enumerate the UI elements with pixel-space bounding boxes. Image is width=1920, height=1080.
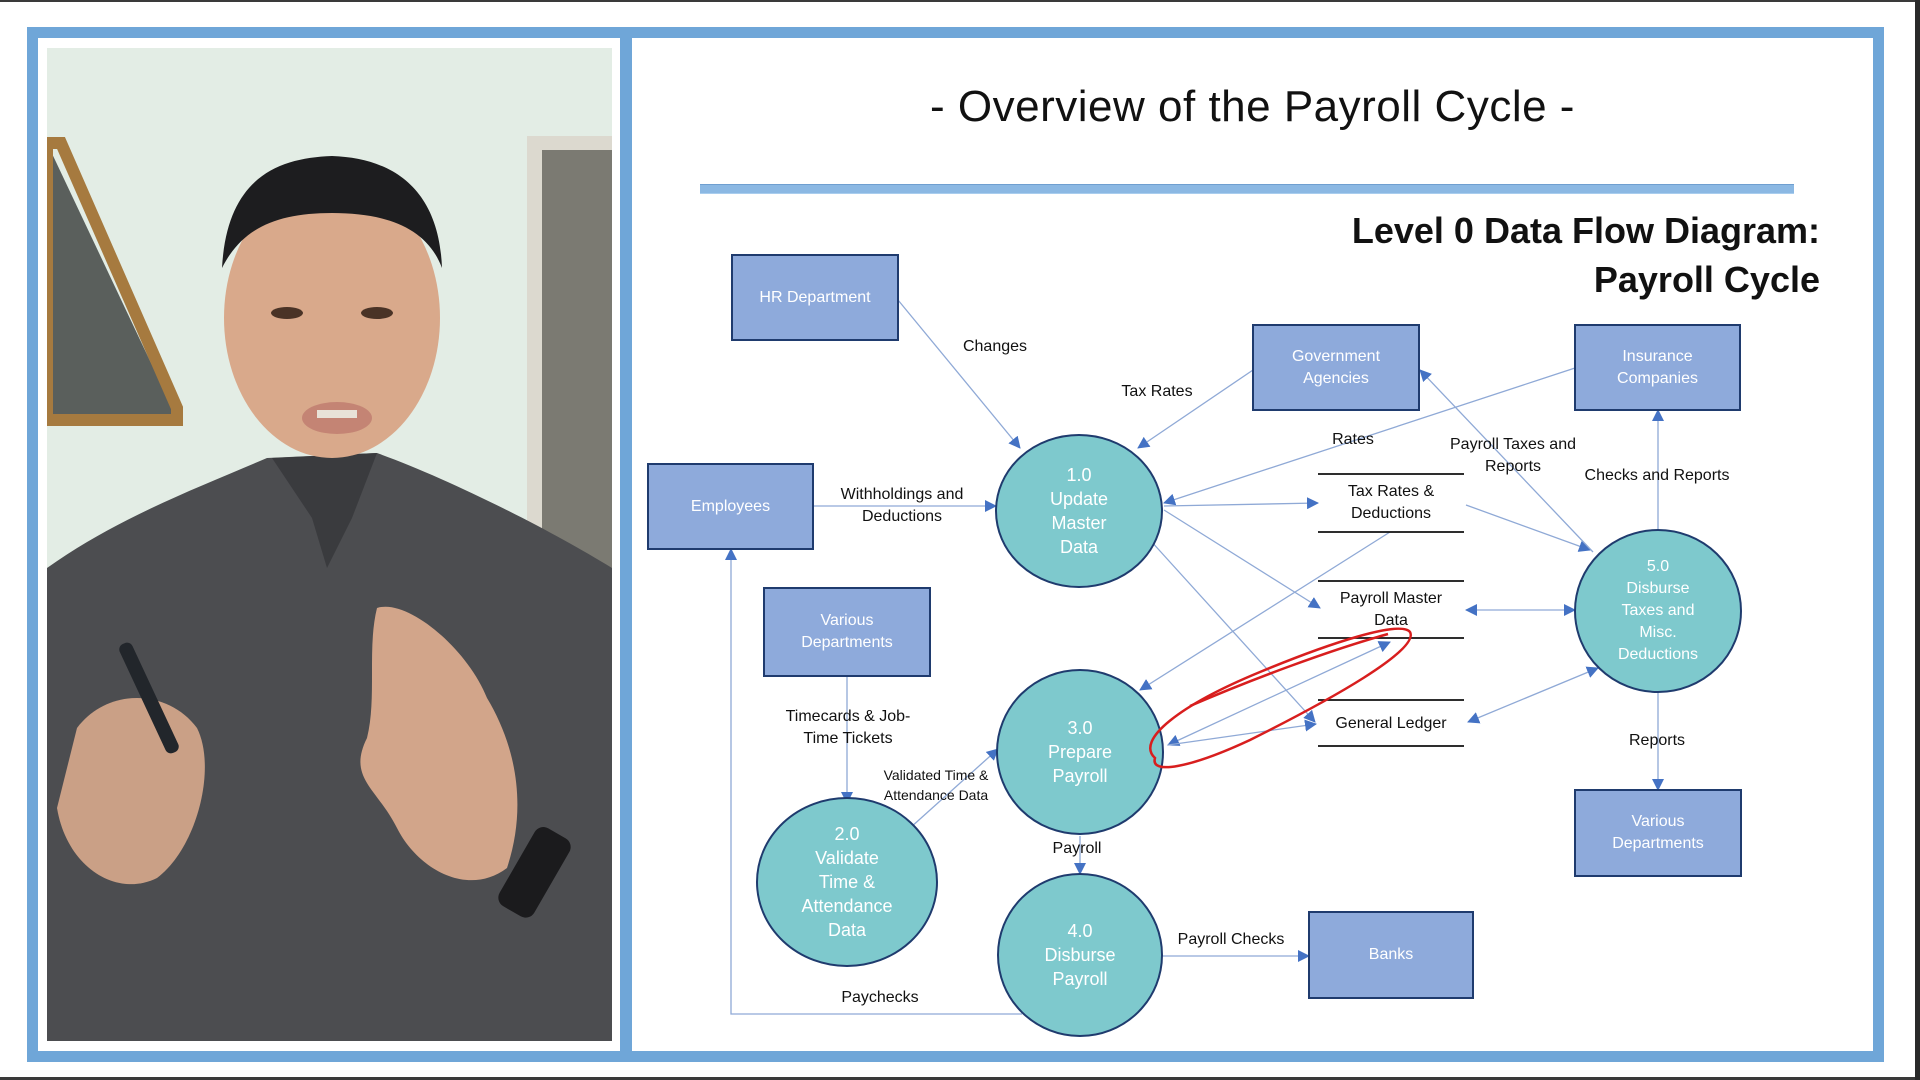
process-3-name-line: Payroll (1052, 766, 1108, 786)
flow-label-tax-rates: Tax Rates (1121, 383, 1193, 400)
entity-banks: Banks (1368, 946, 1414, 963)
slide-title: - Overview of the Payroll Cycle - (930, 82, 1575, 131)
entity-banks-box (1308, 911, 1474, 999)
screen-bottom-edge (0, 1077, 1920, 1080)
flow-label-reports: Reports (1628, 732, 1686, 749)
flow-to-payroll-master-arrow (1163, 509, 1321, 609)
process-4-name-line: Payroll (1052, 969, 1108, 989)
entity-insurance-companies: Insurance Companies (1617, 347, 1698, 387)
entity-government-box (1252, 324, 1420, 411)
flow-label-payroll-taxes: Payroll Taxes and Reports (1450, 434, 1576, 478)
flow-tax-store-to-disburse-arrow (1465, 504, 1591, 552)
entity-employees: Employees (690, 497, 771, 515)
process-1-update-master-data: 1.0 Update Master Data (996, 435, 1162, 587)
entity-hr-department-box (731, 254, 899, 341)
flow-label-paychecks: Paychecks (841, 989, 919, 1006)
entity-insurance-box (1574, 324, 1741, 411)
process-4-circle (997, 873, 1163, 1037)
entity-various-departments-left-box (763, 587, 931, 677)
flow-validated-arrow (909, 748, 999, 829)
entity-employees-box (647, 463, 814, 550)
store-label-line: Tax Rates & (1347, 483, 1435, 500)
store-tax-rates-deductions: Tax Rates & Deductions (1348, 481, 1434, 525)
process-4-disburse-payroll: 4.0 Disburse Payroll (998, 874, 1162, 1036)
flow-label-changes: Changes (962, 338, 1028, 355)
process-5-number: 5.0 (1646, 558, 1670, 575)
flow-label-line: Withholdings and (840, 486, 964, 503)
flow-label-line: Validated Time & (883, 767, 989, 783)
frame-divider (620, 27, 632, 1062)
entity-various-departments-right-box (1574, 789, 1742, 877)
flow-label-line: Attendance Data (883, 787, 989, 803)
process-5-circle (1574, 529, 1742, 693)
flow-label-line: Deductions (861, 508, 943, 525)
process-3-number: 3.0 (1067, 718, 1093, 738)
diagram-title-line2: Payroll Cycle (1593, 259, 1820, 300)
process-1-circle (995, 434, 1163, 588)
process-4-name-line: Disburse (1044, 945, 1116, 965)
flow-label-payroll-checks: Payroll Checks (1177, 931, 1285, 948)
flow-rates-arrow (1163, 367, 1576, 506)
flow-label-line: Reports (1484, 458, 1542, 475)
process-5-name-line: Taxes and (1621, 602, 1695, 619)
flow-label-line: Time Tickets (803, 730, 893, 747)
process-1-name-line: Master (1051, 513, 1107, 533)
flow-label-payroll: Payroll (1052, 840, 1102, 857)
screen-right-edge (1915, 0, 1920, 1080)
flow-label-line: Payroll Taxes and (1450, 436, 1576, 453)
flow-tax-rates-arrow (1137, 369, 1254, 449)
process-1-name-line: Update (1049, 489, 1109, 509)
presenter-video (47, 48, 612, 1041)
process-1-number: 1.0 (1066, 465, 1092, 485)
process-2-circle (756, 797, 938, 967)
flow-payroll-taxes-arrow (1419, 369, 1594, 553)
flow-label-line: Timecards & Job- (785, 708, 911, 725)
flow-label-validated: Validated Time & Attendance Data (884, 765, 989, 805)
entity-various-departments-right: Various Departments (1612, 813, 1704, 852)
entity-various-departments-left: Various Departments (801, 612, 893, 651)
process-3-name-line: Prepare (1047, 742, 1113, 762)
process-2-name-line: Time & (818, 872, 876, 892)
process-2-number: 2.0 (834, 824, 860, 844)
flow-label-rates: Rates (1332, 431, 1374, 448)
store-payroll-master-data: Payroll Master Data (1340, 588, 1442, 632)
process-4-number: 4.0 (1067, 921, 1093, 941)
process-2-name-line: Validate (815, 848, 879, 868)
flow-paychecks-arrow (725, 548, 1022, 1015)
flow-gl-disburse-arrow (1467, 666, 1599, 724)
store-label-line: Deductions (1350, 505, 1432, 522)
process-2-name-line: Attendance (801, 896, 893, 916)
flow-to-tax-store-arrow (1163, 497, 1319, 510)
data-stores (1318, 473, 1464, 747)
process-5-disburse-taxes: 5.0 Disburse Taxes and Misc. Deductions (1575, 530, 1741, 692)
entity-government-agencies: Government Agencies (1291, 347, 1381, 387)
flow-payroll-to-gl-arrow (1167, 719, 1317, 746)
process-3-circle (996, 669, 1164, 835)
presenter-illustration (47, 48, 612, 1041)
flow-changes-arrow (897, 299, 1021, 449)
flow-label-checks-reports: Checks and Reports (1584, 467, 1730, 484)
diagram-title: Level 0 Data Flow Diagram: Payroll Cycle (1352, 206, 1820, 304)
title-underline-bar (700, 184, 1794, 194)
flow-payroll-master-arrow (1167, 641, 1391, 746)
flow-label-withholdings: Withholdings and Deductions (841, 484, 964, 528)
process-2-name-line: Data (827, 920, 867, 940)
process-1-name-line: Data (1059, 537, 1099, 557)
flow-label-timecards: Timecards & Job- Time Tickets (786, 706, 911, 750)
store-label-line: Payroll Master (1339, 590, 1443, 607)
process-5-name-line: Misc. (1639, 624, 1677, 641)
store-general-ledger: General Ledger (1335, 715, 1447, 732)
red-annotation-ellipse (1149, 627, 1412, 769)
process-2-validate-time: 2.0 Validate Time & Attendance Data (757, 798, 937, 966)
process-3-prepare-payroll: 3.0 Prepare Payroll (997, 670, 1163, 834)
entity-hr-department: HR Department (759, 288, 871, 306)
process-5-name-line: Disburse (1626, 580, 1690, 597)
screen-top-edge (0, 0, 1920, 2)
diagram-title-line1: Level 0 Data Flow Diagram: (1351, 210, 1820, 251)
store-label-line: Data (1374, 612, 1408, 629)
process-5-name-line: Deductions (1617, 646, 1699, 663)
